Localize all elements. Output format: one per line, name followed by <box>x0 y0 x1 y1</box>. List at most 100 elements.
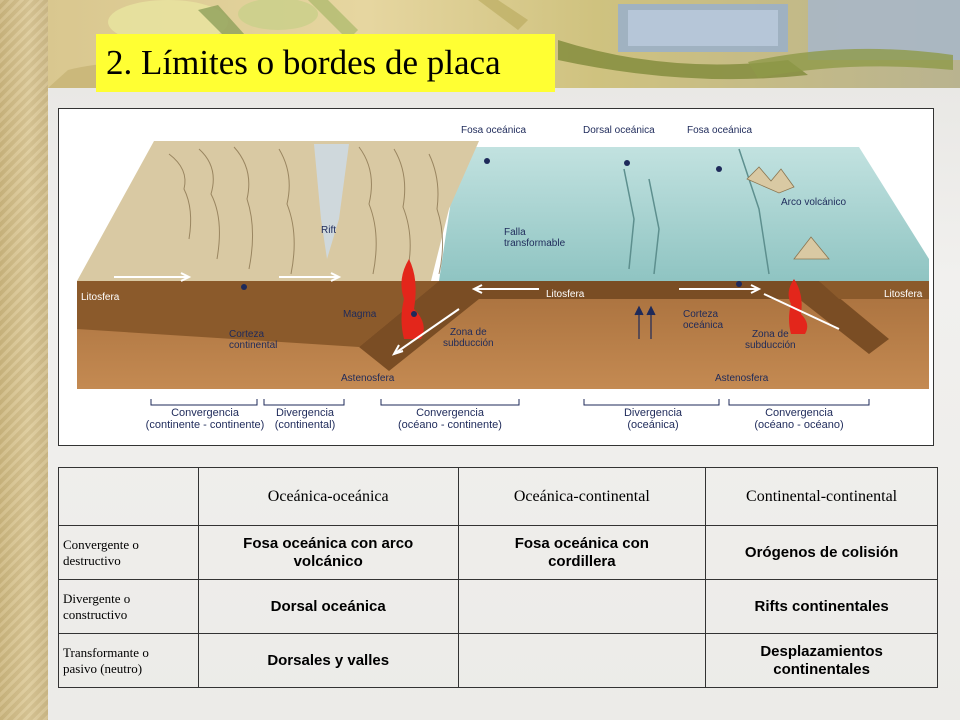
cat-5-line-1: Convergencia <box>765 407 833 419</box>
label-arco-volcanico: Arco volcánico <box>781 197 847 208</box>
cat-4-line-2: (oceánica) <box>627 419 679 431</box>
cell-divergente-oo: Dorsal oceánica <box>197 579 459 634</box>
category-convergencia-oo: Convergencia (océano - océano) <box>731 407 867 431</box>
cell-transformante-cc: Desplazamientos continentales <box>705 633 938 688</box>
cell-line: Desplazamientos <box>760 642 883 660</box>
cat-2-line-1: Divergencia <box>275 407 335 419</box>
header-empty <box>58 467 199 526</box>
label-falla-transformable: Falla transformable <box>504 227 565 249</box>
cell-line: volcánico <box>293 552 363 570</box>
cat-3-line-1: Convergencia <box>416 407 484 419</box>
category-convergencia-oc: Convergencia (océano - continente) <box>379 407 521 431</box>
volcanic-arc <box>746 166 795 194</box>
cat-4-line-1: Divergencia <box>623 407 683 419</box>
label-litosfera-left: Litosfera <box>81 292 120 303</box>
upwelling-arrows <box>634 305 656 339</box>
cell-line: continentales <box>773 660 870 678</box>
row-label-line: pasivo (neutro) <box>63 660 143 676</box>
zona-1-line-1: Zona de <box>449 327 487 338</box>
corteza-oceanica-line-2: oceánica <box>683 320 724 331</box>
volcano-right <box>793 236 830 260</box>
label-fosa-oceanica-1: Fosa oceánica <box>461 125 527 136</box>
cell-line: Dorsales y valles <box>267 651 390 669</box>
label-corteza-continental: Corteza continental <box>229 329 277 351</box>
category-divergencia-continental: Divergencia (continental) <box>259 407 351 431</box>
category-divergencia-oceanica: Divergencia (oceánica) <box>603 407 703 431</box>
table-header-row: Oceánica-oceánica Oceánica-continental C… <box>58 467 938 526</box>
label-fosa-oceanica-2: Fosa oceánica <box>687 125 753 136</box>
row-label-transformante: Transformante o pasivo (neutro) <box>58 633 199 688</box>
header-oceanica-oceanica: Oceánica-oceánica <box>197 467 459 526</box>
label-litosfera-right: Litosfera <box>884 289 923 300</box>
cat-2-line-2: (continental) <box>274 419 336 431</box>
magma-plume-2 <box>788 279 808 334</box>
table-row: Convergente o destructivo Fosa oceánica … <box>58 525 938 580</box>
category-brackets <box>150 399 870 406</box>
row-label-line: constructivo <box>63 606 128 622</box>
label-astenosfera-1: Astenosfera <box>341 373 395 384</box>
cell-divergente-oc <box>457 579 707 634</box>
cell-convergente-cc: Orógenos de colisión <box>705 525 938 580</box>
cell-line: Fosa oceánica con <box>514 534 649 552</box>
label-zona-subduccion-1: Zona de subducción <box>443 327 494 349</box>
plate-boundary-table: Oceánica-oceánica Oceánica-continental C… <box>58 467 938 688</box>
zona-1-line-2: subducción <box>443 338 494 349</box>
row-label-line: destructivo <box>63 552 121 568</box>
banner-art <box>48 0 960 88</box>
cell-convergente-oc: Fosa oceánica con cordillera <box>457 525 707 580</box>
cat-1-line-2: (continente - continente) <box>145 419 265 431</box>
row-label-line: Transformante o <box>63 644 149 660</box>
corteza-continental-line-1: Corteza <box>229 329 265 340</box>
header-continental-continental: Continental-continental <box>705 467 938 526</box>
cell-transformante-oo: Dorsales y valles <box>197 633 459 688</box>
ocean-surface <box>439 147 929 281</box>
slide-title: 2. Límites o bordes de placa <box>96 34 555 92</box>
tectonic-block-diagram <box>77 141 929 406</box>
cell-line: Dorsal oceánica <box>270 597 386 615</box>
subducting-slab-2 <box>649 281 889 354</box>
cell-line: Fosa oceánica con arco <box>243 534 414 552</box>
cell-transformante-oc <box>457 633 707 688</box>
cat-1-line-1: Convergencia <box>171 407 239 419</box>
zona-2-line-2: subducción <box>745 340 796 351</box>
cell-line: Rifts continentales <box>754 597 889 615</box>
header-oceanica-continental: Oceánica-continental <box>457 467 707 526</box>
corteza-continental-line-2: continental <box>229 340 278 351</box>
magma-plume-1 <box>401 259 424 339</box>
category-convergencia-cc: Convergencia (continente - continente) <box>135 407 275 431</box>
lithosphere-right <box>819 281 929 299</box>
row-label-line: Convergente o <box>63 536 139 552</box>
table-row: Transformante o pasivo (neutro) Dorsales… <box>58 633 938 688</box>
cell-divergente-cc: Rifts continentales <box>705 579 938 634</box>
row-label-line: Divergente o <box>63 590 131 606</box>
decorative-banner <box>48 0 960 88</box>
cat-3-line-2: (océano - continente) <box>398 419 502 431</box>
lithosphere-plate <box>77 281 439 347</box>
subducting-slab-1 <box>359 281 649 371</box>
label-rift: Rift <box>321 225 336 236</box>
rift-valley <box>314 144 349 259</box>
label-magma: Magma <box>343 309 377 320</box>
mountain-ridges <box>168 146 444 275</box>
label-corteza-oceanica: Corteza oceánica <box>683 309 723 331</box>
cell-line: Orógenos de colisión <box>744 543 899 561</box>
ridge-marks <box>623 148 770 275</box>
zona-2-line-1: Zona de <box>751 329 789 340</box>
label-astenosfera-2: Astenosfera <box>715 373 769 384</box>
falla-line-1: Falla <box>504 227 526 238</box>
plate-boundaries-diagram: Fosa oceánica Dorsal oceánica Fosa oceán… <box>58 108 934 446</box>
cell-line: cordillera <box>548 552 616 570</box>
cell-convergente-oo: Fosa oceánica con arco volcánico <box>197 525 459 580</box>
cat-5-line-2: (océano - océano) <box>754 419 844 431</box>
label-zona-subduccion-2: Zona de subducción <box>745 329 796 351</box>
pointer-dots <box>241 158 742 317</box>
plate-motion-arrows <box>114 272 840 356</box>
table-row: Divergente o constructivo Dorsal oceánic… <box>58 579 938 634</box>
continent-surface <box>77 141 479 281</box>
falla-line-2: transformable <box>504 238 566 249</box>
row-label-convergente: Convergente o destructivo <box>58 525 199 580</box>
corteza-oceanica-line-1: Corteza <box>683 309 719 320</box>
label-dorsal-oceanica: Dorsal oceánica <box>583 125 655 136</box>
row-label-divergente: Divergente o constructivo <box>58 579 199 634</box>
